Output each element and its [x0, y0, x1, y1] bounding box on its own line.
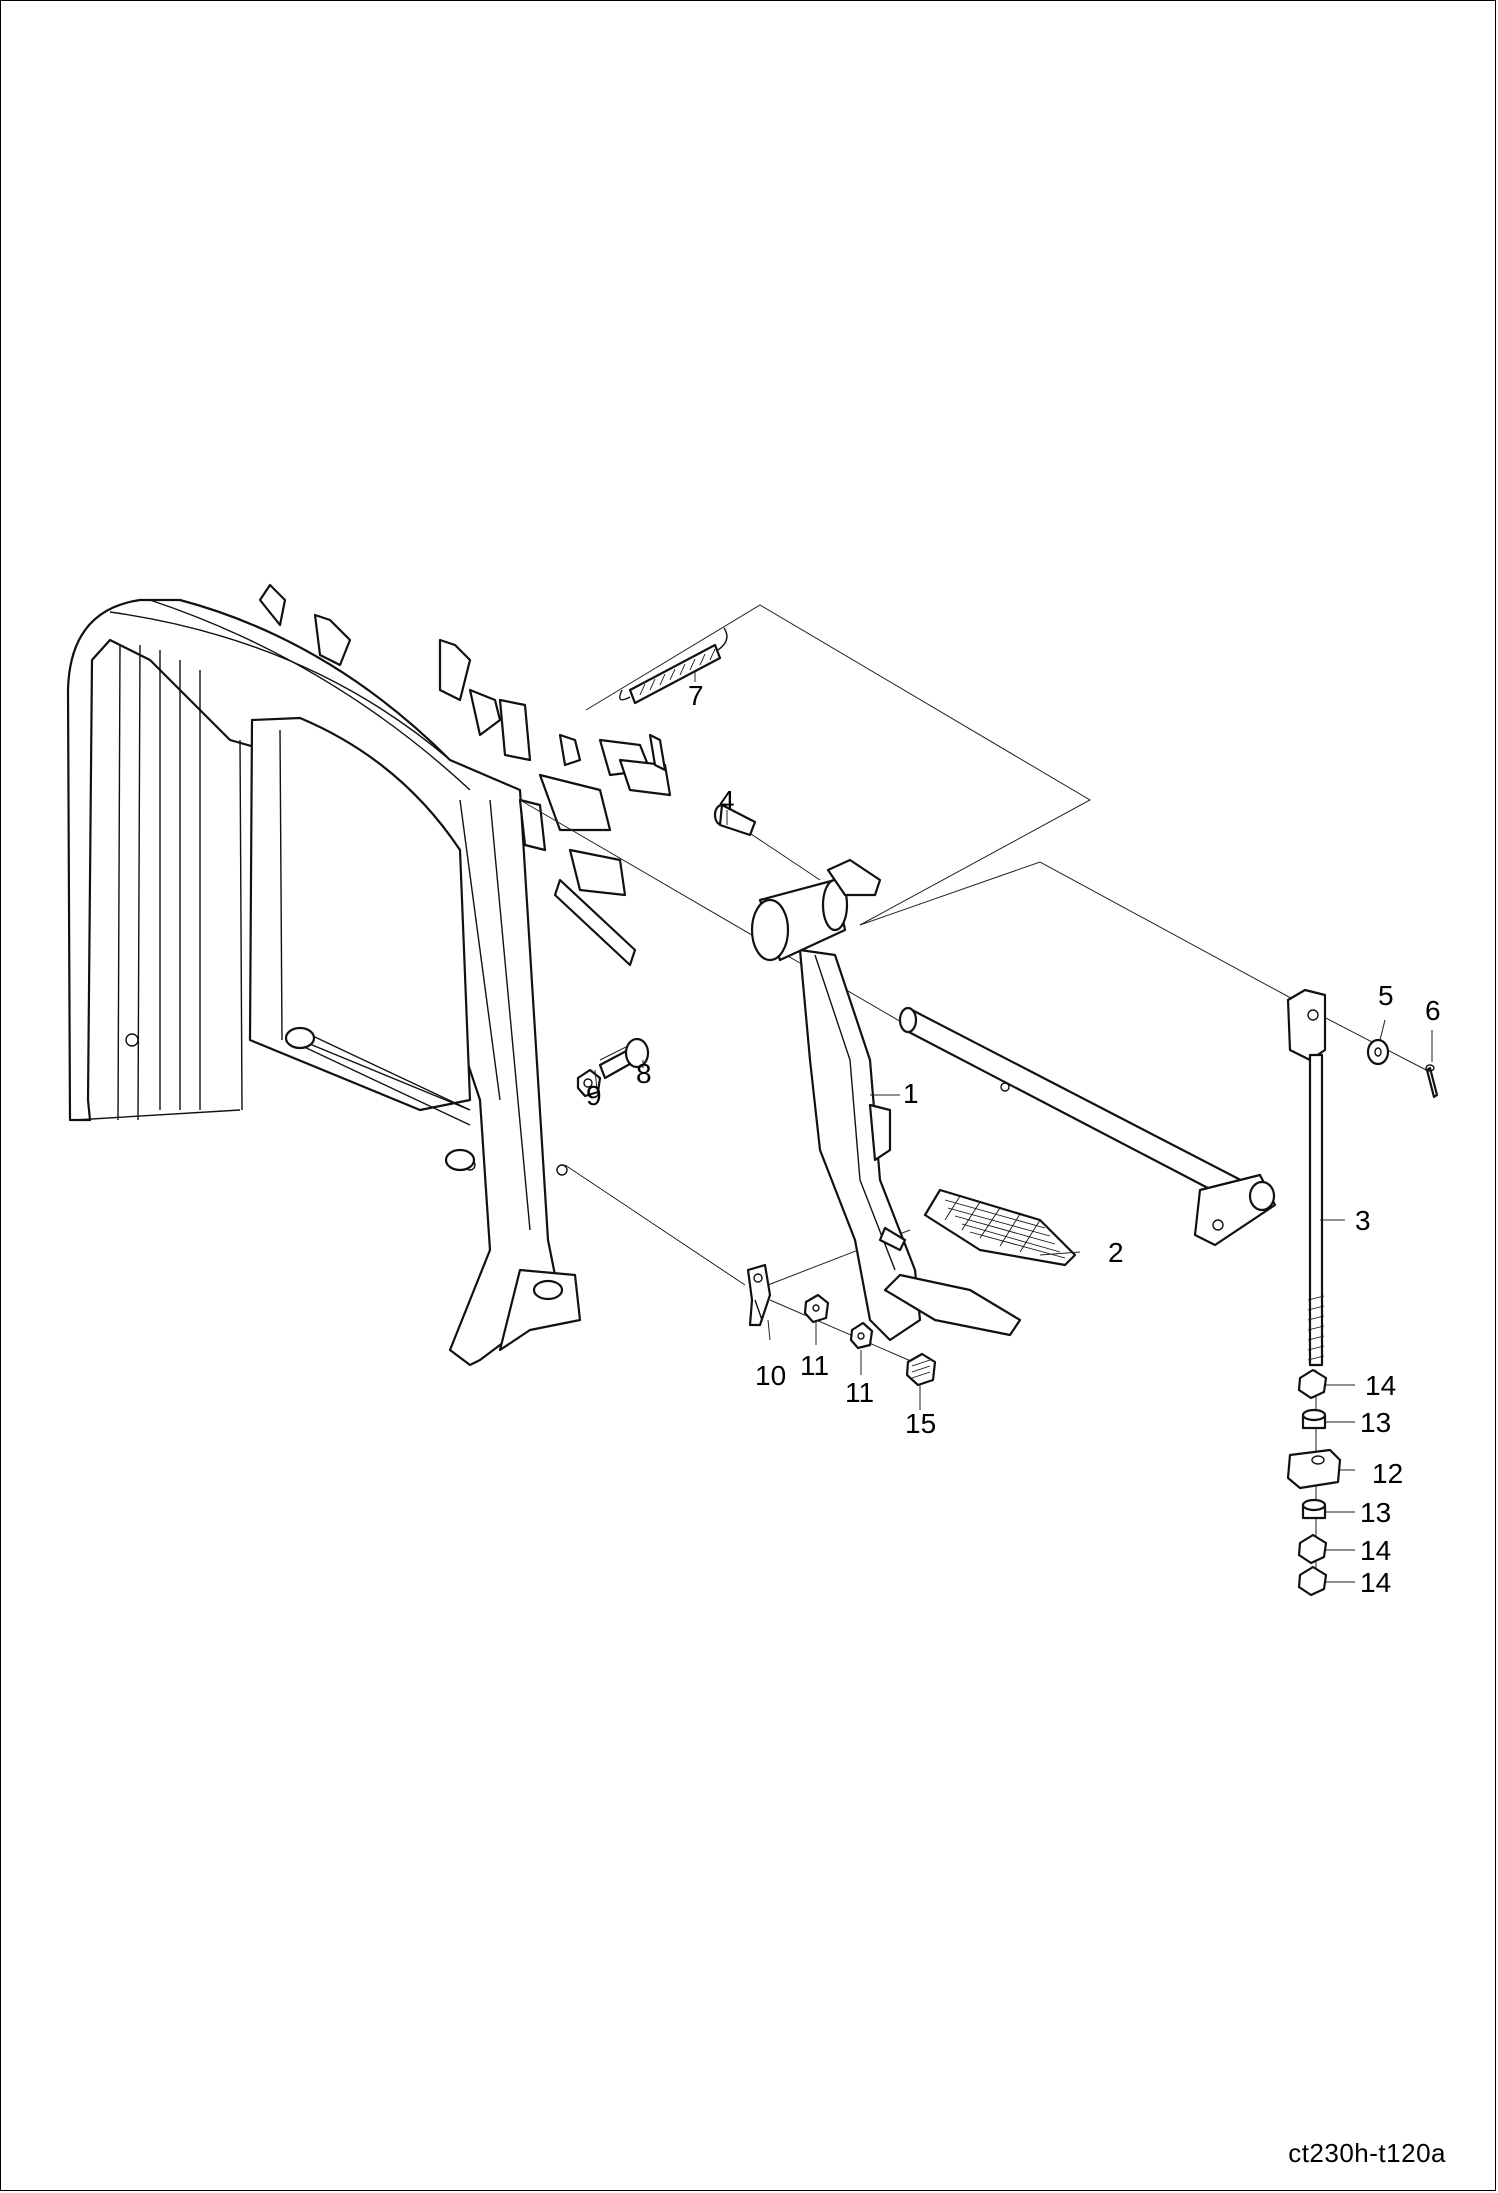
callout-6: 6	[1425, 995, 1441, 1026]
drawing-code: ct230h-t120a	[1288, 2138, 1446, 2168]
callout-14-c: 14	[1360, 1567, 1391, 1598]
mounting-frame	[66, 583, 672, 1367]
callout-5: 5	[1378, 980, 1394, 1011]
callout-10: 10	[755, 1360, 786, 1391]
callout-8: 8	[636, 1058, 652, 1089]
pedal-pad	[883, 1188, 1077, 1337]
lock-nut	[905, 1352, 937, 1387]
clevis-pin	[713, 803, 757, 837]
adjusting-rod	[1286, 988, 1327, 1367]
hook-bracket	[746, 1263, 772, 1327]
callout-7: 7	[688, 680, 704, 711]
callout-labels: 1 2 3 4 5 6 7 8 9 10 11 11 12 13 13 14 1…	[586, 680, 1441, 1598]
callout-9: 9	[586, 1080, 602, 1111]
callout-ticks	[594, 670, 1433, 1583]
callout-14-a: 14	[1365, 1370, 1396, 1401]
callout-11-b: 11	[845, 1377, 874, 1408]
nut-11-left	[803, 1293, 830, 1324]
callout-13-a: 13	[1360, 1407, 1391, 1438]
callout-11-a: 11	[800, 1350, 829, 1381]
callout-14-b: 14	[1360, 1535, 1391, 1566]
callout-12: 12	[1372, 1458, 1403, 1489]
spring	[619, 627, 728, 705]
washer	[1366, 1038, 1390, 1066]
leader-lines	[519, 604, 1431, 1580]
callout-3: 3	[1355, 1205, 1371, 1236]
callout-13-b: 13	[1360, 1497, 1391, 1528]
callout-1: 1	[903, 1078, 919, 1109]
cross-shaft	[898, 1006, 1277, 1247]
callout-4: 4	[719, 785, 735, 816]
nut	[576, 1068, 602, 1098]
nut-11-right	[849, 1321, 874, 1350]
callout-15: 15	[905, 1408, 936, 1439]
cotter-pin	[1425, 1064, 1439, 1099]
callout-2: 2	[1108, 1237, 1124, 1268]
pedal-arm	[750, 858, 922, 1342]
rod-hardware-stack	[1286, 1368, 1342, 1597]
